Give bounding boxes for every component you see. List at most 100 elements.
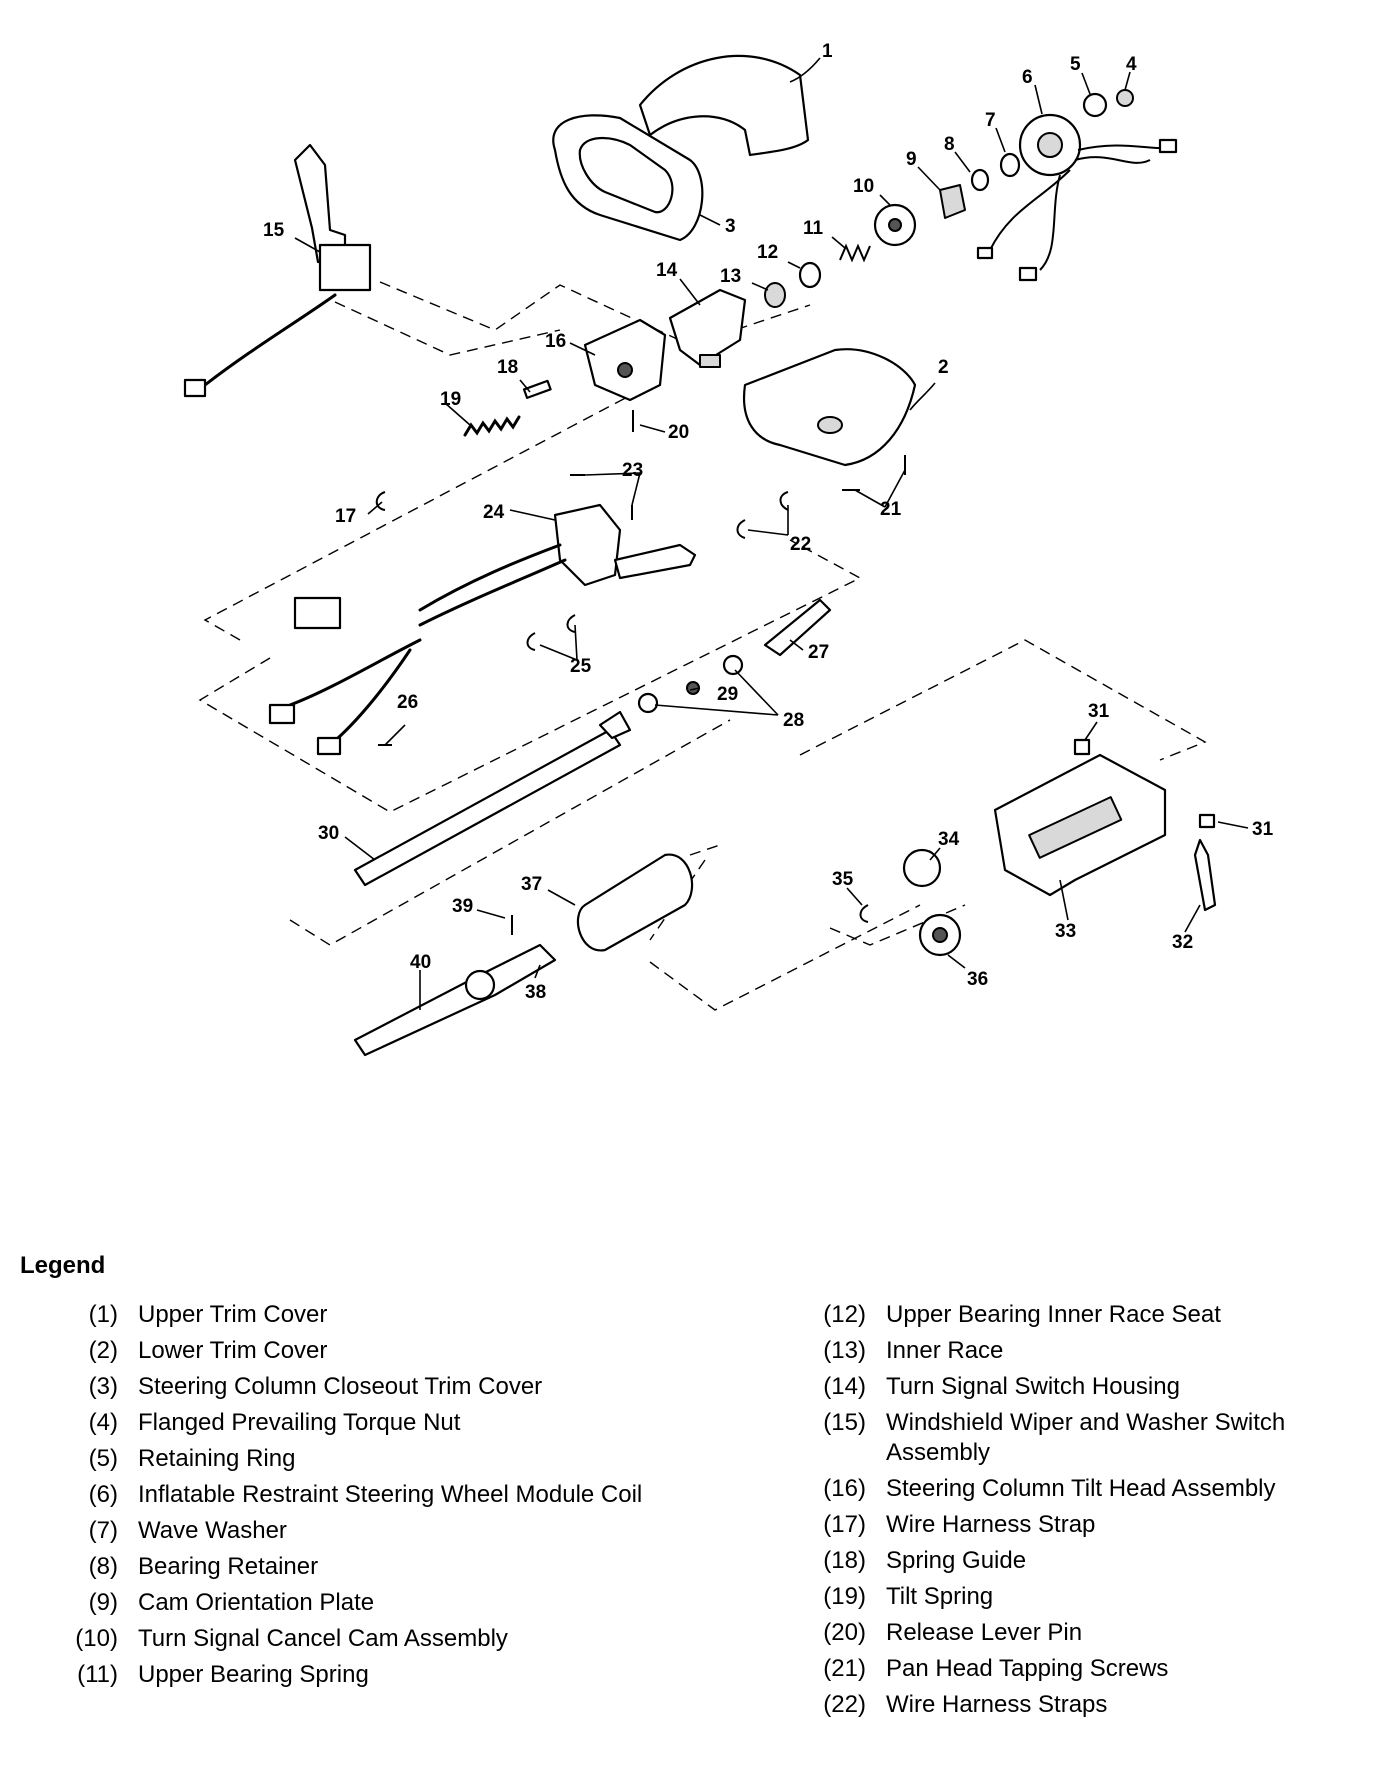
legend-item: 15Windshield Wiper and Washer Switch Ass… — [802, 1408, 1372, 1468]
wiper-switch-connector — [183, 378, 207, 398]
callout-25: 25 — [570, 656, 592, 677]
legend-item: 8Bearing Retainer — [54, 1552, 754, 1582]
legend-item: 16Steering Column Tilt Head Assembly — [802, 1474, 1372, 1504]
callout-10: 10 — [853, 176, 874, 197]
callout-15: 15 — [263, 220, 285, 241]
callout-29: 29 — [717, 684, 738, 705]
legend-item: 18Spring Guide — [802, 1546, 1372, 1576]
legend-item-label: Bearing Retainer — [138, 1553, 319, 1580]
legend-item: 5Retaining Ring — [54, 1444, 754, 1474]
legend-item: 19Tilt Spring — [802, 1582, 1372, 1612]
coil-wire-a — [1074, 156, 1151, 164]
callout-23: 23 — [622, 460, 643, 481]
legend-item-number: 1 — [54, 1300, 138, 1330]
callout-12: 12 — [757, 242, 778, 263]
callout-39: 39 — [452, 896, 473, 917]
legend-item-label: Wave Washer — [138, 1517, 287, 1544]
retaining-ring-shape — [1082, 92, 1108, 118]
upper-trim-cover-shape — [638, 54, 810, 157]
tilt-head-pivot — [617, 362, 633, 378]
legend-item-number: 4 — [54, 1408, 138, 1438]
legend-item-label: Flanged Prevailing Torque Nut — [138, 1409, 461, 1436]
callout-28: 28 — [783, 710, 804, 731]
steering-shaft-yoke — [598, 710, 632, 740]
legend-item: 4Flanged Prevailing Torque Nut — [54, 1408, 754, 1438]
module-coil-hub — [1037, 132, 1063, 158]
inner-race-shape — [764, 282, 786, 308]
switch-harness-b — [418, 558, 567, 627]
bearing-retainer-shape — [970, 168, 990, 192]
callout-20: 20 — [668, 422, 689, 443]
lower-bearing-hole — [932, 927, 948, 943]
callout-9: 9 — [906, 149, 917, 170]
callout-numbers: 1 2 3 4 5 6 7 8 9 10 11 12 13 14 15 16 1… — [263, 41, 1274, 1003]
callout-35: 35 — [832, 869, 854, 890]
legend-item-label: Cam Orientation Plate — [138, 1589, 375, 1616]
legend-item-number: 9 — [54, 1588, 138, 1618]
tilt-head-shape — [583, 318, 667, 402]
callout-24: 24 — [483, 502, 505, 523]
legend-item: 14Turn Signal Switch Housing — [802, 1372, 1372, 1402]
legend-item: 17Wire Harness Strap — [802, 1510, 1372, 1540]
legend-item-label: Wire Harness Strap — [886, 1511, 1096, 1538]
legend-item: 12Upper Bearing Inner Race Seat — [802, 1300, 1372, 1330]
callout-40: 40 — [410, 952, 431, 973]
callout-13: 13 — [720, 266, 741, 287]
legend-item-label: Spring Guide — [886, 1547, 1027, 1574]
legend-item-label: Upper Bearing Spring — [138, 1661, 369, 1688]
callout-16: 16 — [545, 331, 566, 352]
legend-item-label: Retaining Ring — [138, 1445, 296, 1472]
callout-7: 7 — [985, 110, 996, 131]
legend-item-number: 20 — [802, 1618, 886, 1648]
coil-connector-b — [976, 246, 994, 260]
legend-item-label: Upper Bearing Inner Race Seat — [886, 1301, 1221, 1328]
callout-11: 11 — [803, 218, 824, 239]
spring-guide-shape — [522, 379, 552, 399]
shaft-bearing-shape — [722, 654, 744, 676]
callout-27: 27 — [808, 642, 829, 663]
coil-wire-c — [1039, 174, 1061, 271]
callout-31b: 31 — [1252, 819, 1274, 840]
legend-item-number: 3 — [54, 1372, 138, 1402]
turn-signal-lever — [613, 543, 697, 580]
legend-item-label: Wire Harness Straps — [886, 1691, 1108, 1718]
bushing-right — [1198, 813, 1216, 829]
callout-1: 1 — [822, 41, 833, 62]
switch-harness-a — [418, 543, 562, 612]
legend-item-number: 13 — [802, 1336, 886, 1366]
legend-item-number: 14 — [802, 1372, 886, 1402]
inner-race-seat-shape — [798, 261, 822, 289]
harness-connector-small-a — [268, 703, 296, 725]
coil-wire-b — [989, 169, 1071, 251]
exploded-parts-diagram: 1 2 3 4 5 6 7 8 9 10 11 12 13 14 15 16 1… — [183, 41, 1274, 1057]
turn-signal-switch-shape — [553, 503, 622, 587]
wiper-switch-lever — [293, 143, 347, 264]
legend-item-number: 12 — [802, 1300, 886, 1330]
legend-item-number: 6 — [54, 1480, 138, 1510]
harness-connector-small-b — [316, 736, 342, 756]
legend-title: Legend — [20, 1252, 106, 1279]
legend-item-number: 10 — [54, 1624, 138, 1654]
callout-18: 18 — [497, 357, 518, 378]
harness-connector-large — [293, 596, 342, 630]
callout-34: 34 — [938, 829, 960, 850]
callout-37: 37 — [521, 874, 542, 895]
callout-4: 4 — [1126, 54, 1137, 75]
legend-column-right: 12Upper Bearing Inner Race Seat 13Inner … — [802, 1300, 1372, 1726]
legend-item-number: 2 — [54, 1336, 138, 1366]
callout-17: 17 — [335, 506, 356, 527]
retaining-clip-shape — [859, 904, 869, 923]
callout-8: 8 — [944, 134, 955, 155]
callout-36: 36 — [967, 969, 988, 990]
legend-item: 11Upper Bearing Spring — [54, 1660, 754, 1690]
wire-harness-strap-22b — [779, 491, 789, 511]
callout-14: 14 — [656, 260, 678, 281]
upper-shaft-shape — [763, 598, 832, 657]
switch-harness-c — [288, 638, 422, 707]
legend-item-number: 18 — [802, 1546, 886, 1576]
torque-nut-shape — [1116, 89, 1134, 107]
wiper-switch-body — [318, 243, 372, 292]
coil-connector-a — [1158, 138, 1178, 154]
legend-item-label: Turn Signal Switch Housing — [886, 1373, 1180, 1400]
legend-item-label: Turn Signal Cancel Cam Assembly — [138, 1625, 508, 1652]
